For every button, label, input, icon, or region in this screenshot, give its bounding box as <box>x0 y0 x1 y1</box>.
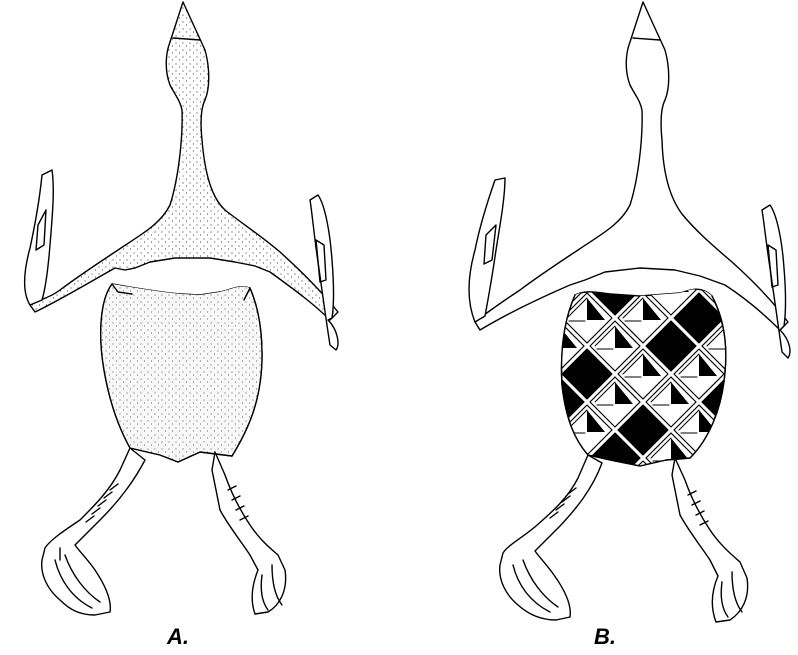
diamond-shade <box>531 410 549 432</box>
bird-b-left-wing <box>469 178 505 322</box>
diamond-cell <box>450 405 500 455</box>
diamond-shade <box>475 354 493 376</box>
diamond-cell <box>422 377 472 427</box>
diamond-line <box>511 242 531 265</box>
diamond-line <box>399 242 419 265</box>
diamond-cell <box>478 433 528 483</box>
bird-a-left-leg <box>42 448 145 615</box>
bird-a-right-wing <box>310 195 338 350</box>
diamond-shade <box>419 466 437 488</box>
diamond-shade <box>503 270 521 292</box>
diamond-line <box>399 410 419 433</box>
diamond-line <box>539 326 559 349</box>
diamond-cell <box>394 293 444 343</box>
diamond-cell <box>618 461 668 511</box>
bird-b-right-wing <box>762 205 790 358</box>
bird-b-head <box>475 2 788 330</box>
diamond-line <box>735 242 755 265</box>
diamond-line <box>427 326 447 349</box>
diamond-cell <box>506 405 556 455</box>
diamond-shade <box>475 466 493 488</box>
panel-label-a: A. <box>167 624 189 650</box>
diamond-shade <box>447 382 465 404</box>
diamond-line <box>483 382 503 405</box>
diamond-line <box>511 354 531 377</box>
diamond-line <box>651 270 671 293</box>
diamond-line <box>791 298 798 321</box>
diamond-shade <box>531 242 549 264</box>
diamond-cell <box>478 377 528 427</box>
diamond-line <box>763 382 783 405</box>
diamond-cell <box>478 321 528 371</box>
diamond-shade <box>643 466 661 488</box>
diamond-cell <box>394 349 444 399</box>
diamond-cell <box>730 461 780 511</box>
bird-a-body <box>90 270 280 470</box>
diamond-line <box>455 354 475 377</box>
bird-a-head <box>30 2 338 320</box>
bird-a-left-wing <box>25 170 54 305</box>
diamond-line <box>399 298 419 321</box>
diamond-line <box>399 466 419 489</box>
diamond-cell <box>730 405 780 455</box>
diamond-cell <box>758 377 798 427</box>
bird-b <box>394 2 798 622</box>
diamond-cell <box>506 349 556 399</box>
diamond-cell <box>702 433 752 483</box>
diamond-cell <box>394 237 444 287</box>
panel-label-b: B. <box>594 624 616 650</box>
diamond-shade <box>727 438 745 460</box>
bird-b-right-leg <box>672 458 748 622</box>
diamond-cell <box>422 321 472 371</box>
diamond-line <box>511 410 531 433</box>
diamond-line <box>623 466 643 489</box>
diamond-line <box>791 466 798 489</box>
diamond-shade <box>783 382 798 404</box>
diamond-shade <box>503 438 521 460</box>
diamond-cell <box>786 237 798 287</box>
diamond-line <box>483 438 503 461</box>
diamond-shade <box>503 382 521 404</box>
diamond-line <box>791 354 798 377</box>
diamond-cell <box>786 461 798 511</box>
diamond-cell <box>786 405 798 455</box>
diamond-line <box>735 410 755 433</box>
diamond-line <box>427 382 447 405</box>
bird-a <box>25 2 338 615</box>
diamond-shade <box>419 242 437 264</box>
bird-a-right-leg <box>212 452 286 614</box>
diamond-line <box>707 438 727 461</box>
diamond-shade <box>755 410 773 432</box>
diamond-cell <box>422 433 472 483</box>
diamond-line <box>735 466 755 489</box>
diamond-cell <box>450 349 500 399</box>
diamond-cell <box>758 433 798 483</box>
bird-b-left-leg <box>500 455 602 620</box>
diamond-cell <box>786 293 798 343</box>
diamond-cell <box>450 461 500 511</box>
diamond-shade <box>419 298 437 320</box>
diamond-cell <box>394 461 444 511</box>
diamond-shade <box>755 466 773 488</box>
diamond-cell <box>730 349 780 399</box>
diamond-shade <box>559 438 577 460</box>
diamond-cell <box>422 265 472 315</box>
diamond-shade <box>727 326 745 348</box>
diamond-cell <box>534 433 584 483</box>
diamond-shade <box>531 354 549 376</box>
diamond-cell <box>506 461 556 511</box>
diamond-shade <box>447 326 465 348</box>
diamond-line <box>539 438 559 461</box>
diamond-cell <box>394 405 444 455</box>
diamond-shade <box>419 410 437 432</box>
diamond-line <box>455 466 475 489</box>
